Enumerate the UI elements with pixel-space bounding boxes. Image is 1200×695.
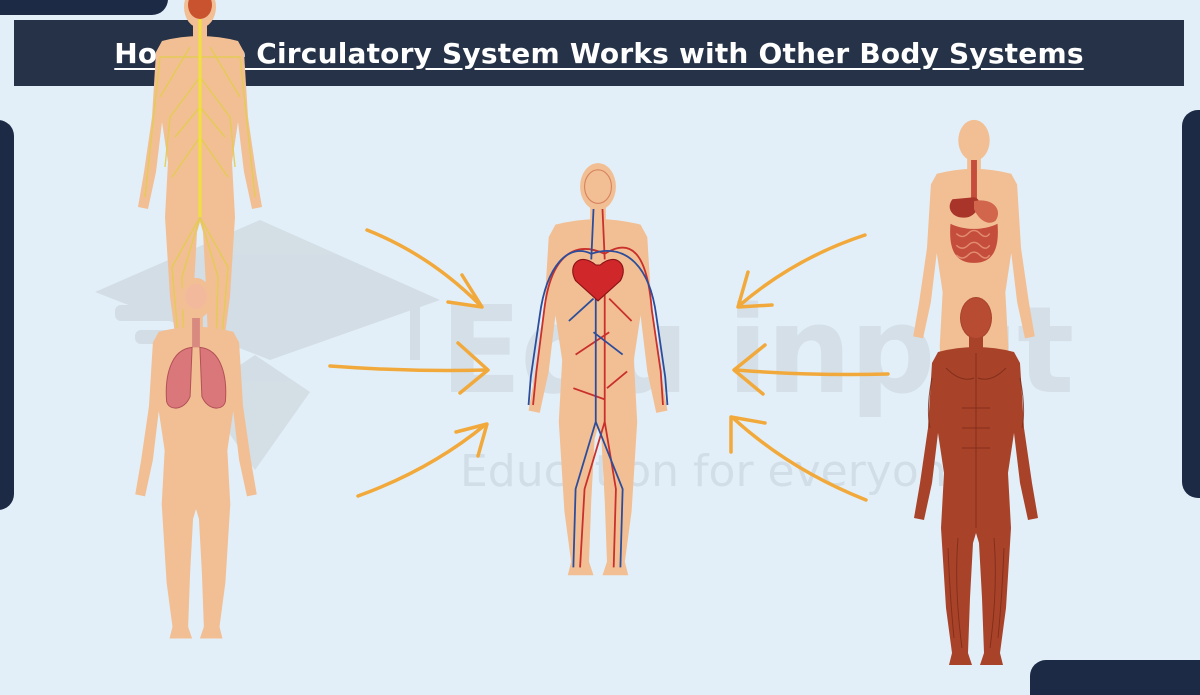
circulatory-system-figure	[527, 163, 669, 576]
arrow-respiratory-to-circulatory	[356, 422, 489, 498]
arrow-muscular-to-circulatory	[729, 415, 868, 502]
nervous-system-figure	[138, 0, 262, 354]
diagram	[135, 0, 1038, 665]
corner-accent-top-left	[0, 0, 168, 15]
respiratory-system-figure	[135, 277, 257, 639]
watermark-tagline: Education for everyone	[460, 446, 974, 497]
arrow-digestive-to-circulatory	[736, 233, 867, 309]
arrow-right-middle-to-circulatory	[732, 343, 890, 396]
digestive-system-figure	[913, 119, 1035, 481]
side-accent-left	[0, 120, 14, 510]
page-title: How the Circulatory System Works with Ot…	[114, 36, 1084, 70]
arrow-nervous-to-circulatory	[365, 228, 484, 309]
arrow-left-middle-to-circulatory	[328, 341, 490, 395]
side-accent-right	[1182, 110, 1200, 498]
muscular-system-figure	[914, 297, 1038, 665]
